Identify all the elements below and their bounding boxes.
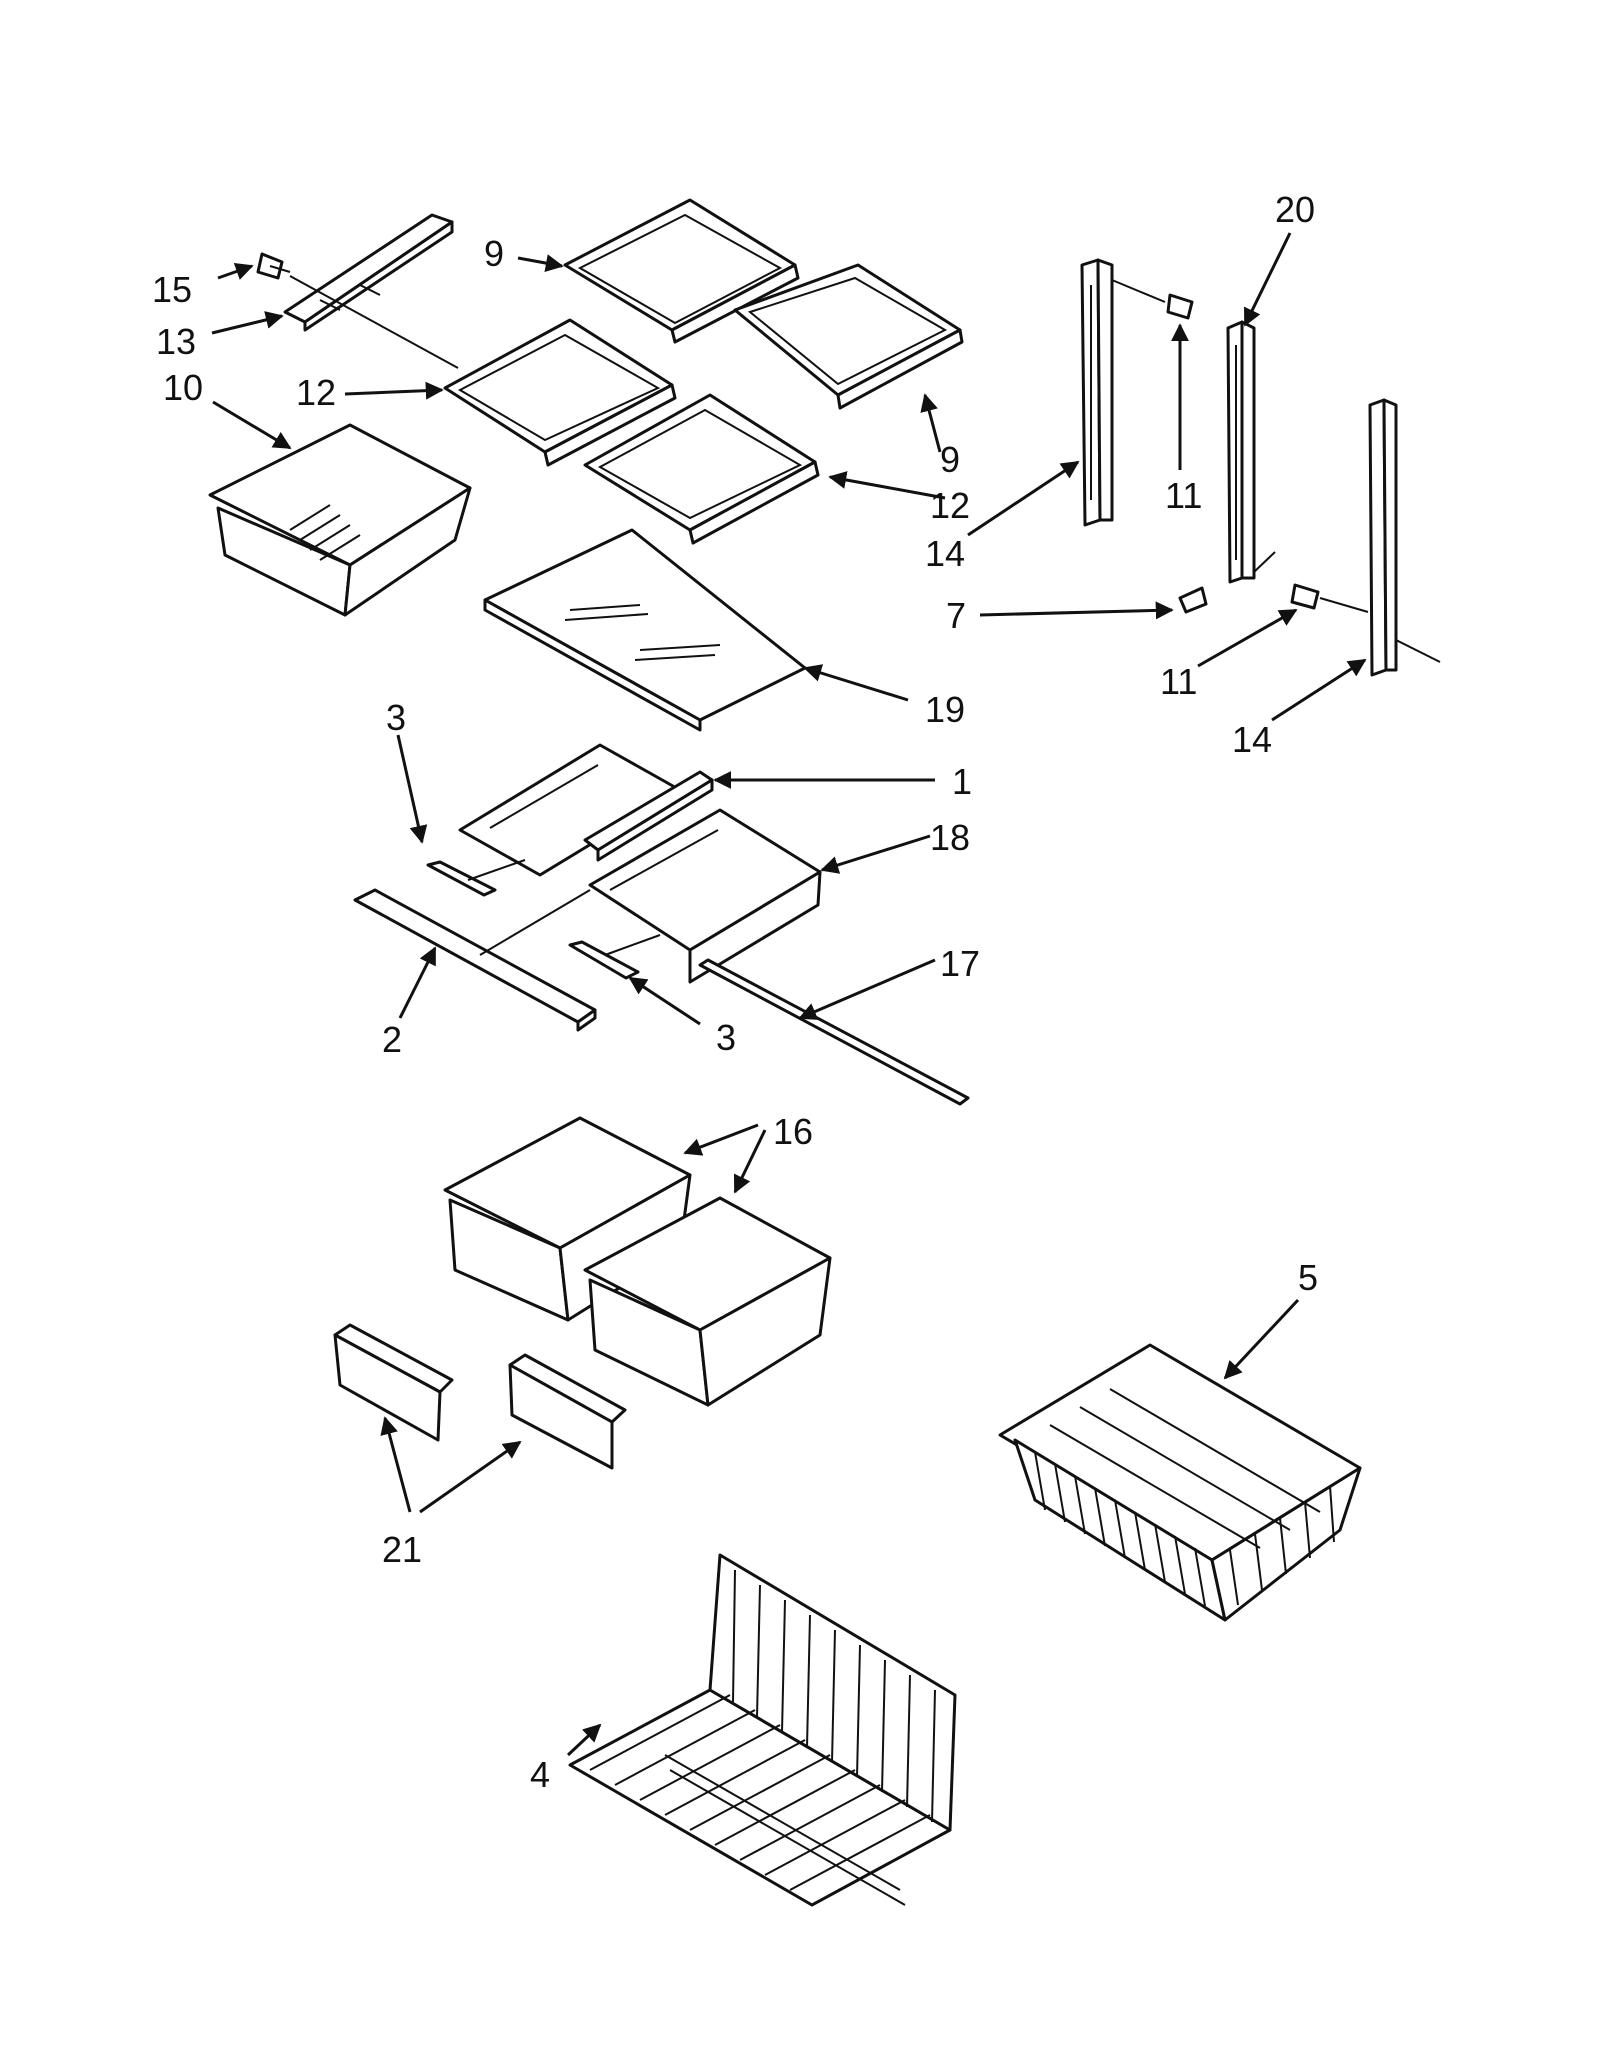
callout-17: 17 — [940, 943, 980, 984]
shelf-part — [443, 318, 677, 467]
screw-part — [1166, 293, 1194, 320]
wire-shelf-part — [568, 1553, 957, 1907]
shelf-part — [733, 263, 964, 410]
pantry-cover-part — [353, 888, 597, 1032]
rod-part — [698, 958, 970, 1106]
pantry-rail-part — [583, 770, 714, 862]
clip-part — [568, 940, 640, 980]
callout-18: 18 — [930, 817, 970, 858]
callout-13: 13 — [156, 321, 196, 362]
callout-3: 3 — [386, 697, 406, 738]
callout-12: 12 — [930, 485, 970, 526]
leader-lines — [211, 232, 1367, 1757]
callout-4: 4 — [530, 1754, 550, 1795]
screw-part — [1178, 586, 1208, 614]
screw-part — [256, 252, 291, 280]
callout-1: 1 — [952, 761, 972, 802]
callout-15: 15 — [152, 269, 192, 310]
callout-7: 7 — [946, 595, 966, 636]
wire-basket-part — [998, 1343, 1362, 1622]
callout-11: 11 — [1160, 661, 1197, 702]
callout-11: 11 — [1165, 475, 1202, 516]
callout-5: 5 — [1298, 1257, 1318, 1298]
shelf-part — [563, 198, 800, 344]
support-rail-part — [1368, 398, 1398, 677]
drawer-handle-part — [508, 1353, 627, 1470]
callout-12: 12 — [296, 372, 336, 413]
screw-part — [1290, 583, 1320, 610]
drawer-handle-part — [333, 1323, 454, 1442]
callout-16: 16 — [773, 1111, 813, 1152]
callout-3: 3 — [716, 1017, 736, 1058]
callout-14: 14 — [925, 533, 965, 574]
pantry-drawer-part — [458, 743, 822, 984]
callout-21: 21 — [382, 1529, 422, 1570]
callout-20: 20 — [1275, 189, 1315, 230]
support-rail-part — [1080, 258, 1114, 527]
callout-2: 2 — [382, 1019, 402, 1060]
shelf-part — [583, 393, 820, 545]
callout-19: 19 — [925, 689, 965, 730]
slide-rail-part — [283, 213, 454, 332]
crisper-drawer-part — [208, 423, 472, 617]
deli-drawer-part — [583, 1196, 832, 1407]
clip-part — [426, 860, 497, 897]
callout-9: 9 — [940, 439, 960, 480]
callout-labels: 15 13 10 9 12 9 12 19 3 1 18 17 2 3 16 2… — [152, 189, 1318, 1795]
callout-14: 14 — [1232, 719, 1272, 760]
support-rail-part — [1226, 320, 1256, 584]
glass-shelf-part — [483, 528, 807, 732]
callout-10: 10 — [163, 367, 203, 408]
callout-9: 9 — [484, 233, 504, 274]
